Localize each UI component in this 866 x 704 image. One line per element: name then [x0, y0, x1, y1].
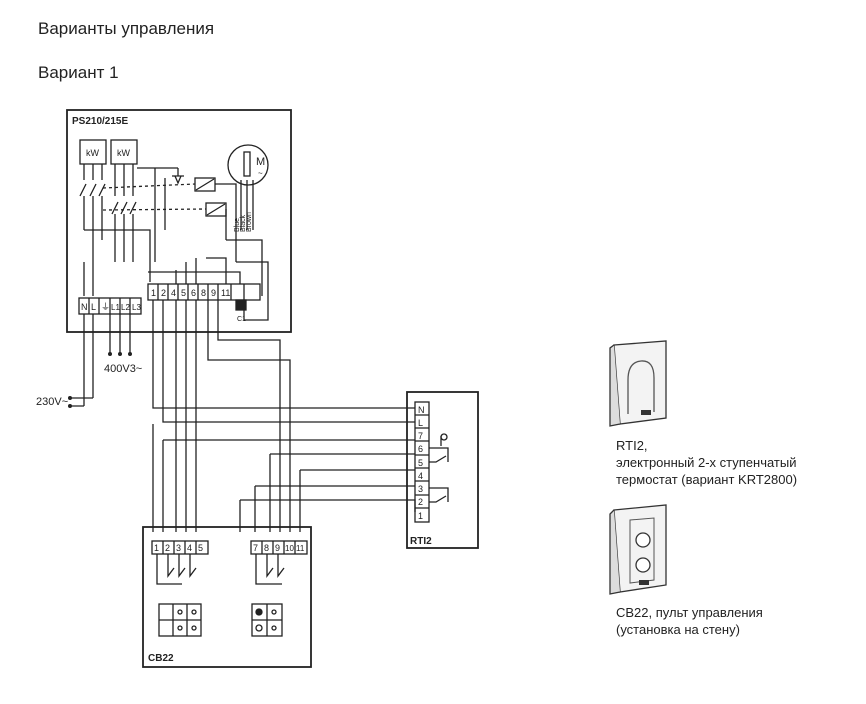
rti2-caption-line3: термостат (вариант KRT2800)	[616, 472, 798, 487]
cb22-terminal-strip-b	[250, 540, 308, 555]
cb22-terminal-1: 1	[154, 543, 159, 553]
cb22-caption-line1: CB22, пульт управления	[616, 605, 763, 620]
cb22-terminal-strip-a	[151, 540, 209, 555]
kw-label-2: kW	[117, 148, 131, 158]
rti2-terminal-1: 1	[418, 511, 423, 521]
ps-terminal-4: 4	[171, 288, 176, 298]
ps-terminal-L: L	[91, 302, 96, 312]
cb22-terminal-8: 8	[264, 543, 269, 553]
wire-label-brown: Brown	[246, 212, 253, 232]
motor-label: M	[256, 156, 265, 168]
ps-unit-label: PS210/215E	[72, 116, 128, 127]
supply-3phase-label: 400V3~	[104, 363, 142, 375]
motor-ac-label: ~	[258, 169, 263, 178]
rti2-terminal-7: 7	[418, 431, 423, 441]
ps-terminal-N: N	[81, 302, 88, 312]
page-title: Варианты управления	[38, 19, 215, 38]
rti2-caption-line1: RTI2,	[616, 438, 648, 453]
rti2-terminal-L: L	[418, 418, 423, 428]
supply-1phase-label: 230V~	[36, 396, 68, 408]
ps-terminal-earth: ⏚	[101, 302, 110, 312]
ps-terminal-L1: L1	[111, 303, 120, 312]
ps-terminal-2: 2	[161, 288, 166, 298]
rti2-terminal-N: N	[418, 405, 425, 415]
rti2-terminal-3: 3	[418, 484, 423, 494]
rti2-device-image	[609, 340, 667, 427]
ps-terminal-1: 1	[151, 288, 156, 298]
cb22-terminal-3: 3	[176, 543, 181, 553]
rti2-caption-line2: электронный 2-х ступенчатый	[616, 455, 797, 470]
ps-terminal-L2: L2	[121, 303, 130, 312]
rti2-caption: RTI2, электронный 2-х ступенчатый термос…	[616, 437, 856, 488]
motor-symbol	[227, 144, 269, 186]
ps-unit-box	[66, 109, 292, 333]
ps-terminal-5: 5	[181, 288, 186, 298]
rti2-box-label: RTI2	[410, 536, 432, 547]
ps-terminal-9: 9	[211, 288, 216, 298]
cb22-device-image	[609, 504, 667, 595]
wire-label-blue: Blue	[234, 218, 241, 232]
rti2-terminal-4: 4	[418, 471, 423, 481]
ps-terminal-L3: L3	[132, 303, 141, 312]
cb22-terminal-9: 9	[275, 543, 280, 553]
cb22-box-label: CB22	[148, 653, 174, 664]
cb22-terminal-10: 10	[285, 544, 294, 553]
cb22-terminal-5: 5	[198, 543, 203, 553]
cb22-terminal-2: 2	[165, 543, 170, 553]
rti2-terminal-2: 2	[418, 497, 423, 507]
ps-terminal-6: 6	[191, 288, 196, 298]
rti2-terminal-6: 6	[418, 444, 423, 454]
capacitor-label: C1	[237, 316, 246, 323]
ps-terminal-8: 8	[201, 288, 206, 298]
cb22-terminal-11: 11	[296, 544, 305, 553]
kw-label-1: kW	[86, 148, 100, 158]
cb22-caption-line2: (установка на стену)	[616, 622, 740, 637]
cb22-terminal-4: 4	[187, 543, 192, 553]
rti2-terminal-5: 5	[418, 458, 423, 468]
ps-terminal-strip-right	[147, 283, 261, 301]
variant-heading: Вариант 1	[38, 63, 119, 82]
cb22-terminal-7: 7	[253, 543, 258, 553]
capacitor-symbol	[235, 299, 247, 311]
wire-label-black: Black	[240, 214, 247, 232]
rti2-box	[406, 391, 479, 549]
cb22-caption: CB22, пульт управления (установка на сте…	[616, 604, 856, 638]
cb22-box	[142, 526, 312, 668]
ps-terminal-11: 11	[221, 288, 230, 298]
